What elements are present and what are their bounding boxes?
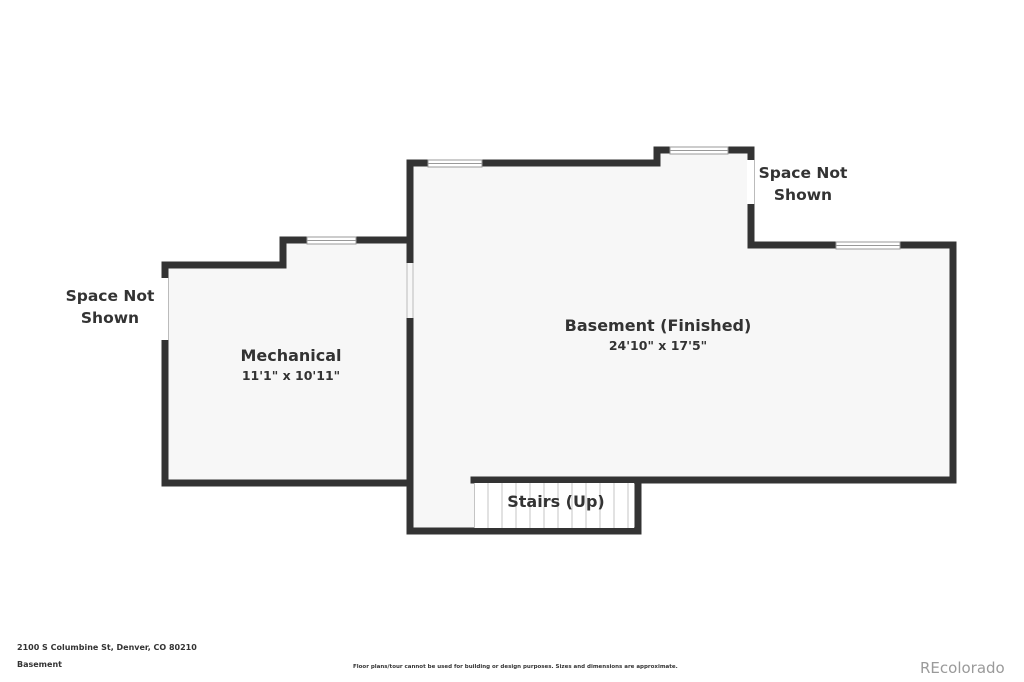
floor-fill bbox=[165, 150, 953, 531]
space-not-shown-right-line2: Shown bbox=[773, 186, 833, 204]
basement-room-dimensions: 24'10" x 17'5" bbox=[608, 338, 708, 353]
footer-disclaimer: Floor plans/tour cannot be used for buil… bbox=[353, 664, 678, 670]
windows bbox=[306, 146, 901, 250]
window-basement-top-left bbox=[427, 159, 483, 168]
window-basement-top-right bbox=[669, 146, 729, 155]
space-not-shown-right-line1: Space Not bbox=[758, 164, 848, 182]
basement-room-name: Basement (Finished) bbox=[564, 316, 752, 335]
stair-treads bbox=[474, 483, 629, 528]
space-not-shown-left-line2: Shown bbox=[80, 309, 140, 327]
mechanical-wall-outer bbox=[161, 236, 414, 487]
window-mechanical-top bbox=[306, 236, 357, 245]
stairs bbox=[474, 483, 634, 528]
stairs-label: Stairs (Up) bbox=[507, 492, 605, 511]
brand-logo: REcolorado bbox=[920, 659, 1005, 677]
window-basement-right bbox=[835, 241, 901, 250]
mechanical-floor bbox=[165, 240, 410, 483]
mechanical-room-name: Mechanical bbox=[240, 346, 342, 365]
footer-level: Basement bbox=[17, 660, 62, 669]
footer-address: 2100 S Columbine St, Denver, CO 80210 bbox=[17, 643, 197, 652]
space-not-shown-left: Space Not Shown bbox=[50, 285, 170, 329]
space-not-shown-right: Space Not Shown bbox=[743, 162, 863, 206]
mechanical-room-dimensions: 11'1" x 10'11" bbox=[241, 368, 341, 383]
stairs-area bbox=[474, 483, 634, 528]
opening-edges bbox=[168, 160, 755, 340]
space-not-shown-left-line1: Space Not bbox=[65, 287, 155, 305]
openings bbox=[161, 160, 755, 340]
